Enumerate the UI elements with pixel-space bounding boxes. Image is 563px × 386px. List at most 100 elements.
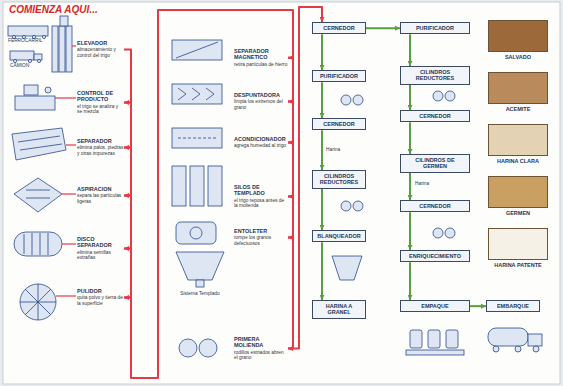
caption-label: FERROCARRIL	[8, 38, 42, 43]
process-label: DESPUNTADORAlimpia los extremos del gran…	[234, 92, 288, 111]
node-heading: PRIMERA MOLIENDA	[234, 336, 288, 349]
machine-box: BLANQUEADOR	[312, 230, 366, 242]
node-heading: CILINDROS REDUCTORES	[316, 173, 362, 186]
product-sample: ACEMITE	[488, 72, 548, 112]
flow-connector	[409, 34, 411, 66]
product-swatch	[488, 20, 548, 52]
flow-connector	[321, 189, 323, 230]
product-sample: HARINA CLARA	[488, 124, 548, 164]
caption-label: Sistema Templado	[170, 291, 230, 296]
node-text: agrega humedad al trigo	[234, 143, 288, 149]
flow-connector	[409, 122, 411, 154]
machine-box: CILINDROS DE GERMEN	[400, 154, 470, 173]
node-text: el trigo reposa antes de la molienda	[234, 198, 288, 210]
node-heading: SILOS DE TEMPLADO	[234, 184, 288, 197]
machine-box: CERNEDOR	[312, 22, 366, 34]
caption-label: Harina	[326, 147, 340, 152]
flow-connector	[124, 195, 131, 248]
node-text: elimina palos, piedras y otras impurezas	[77, 145, 124, 157]
machine-box: PURIFICADOR	[312, 70, 366, 82]
node-heading: SEPARADOR MAGNETICO	[234, 48, 288, 61]
caption-label: Harina	[415, 181, 429, 186]
flow-connector	[321, 34, 323, 70]
node-text: rodillos estriados abren el grano	[234, 350, 288, 362]
title: COMIENZA AQUI...	[9, 4, 98, 15]
flow-connector	[321, 82, 323, 118]
node-heading: SALVADO	[488, 54, 548, 60]
machine-box: EMPAQUE	[400, 300, 470, 312]
product-swatch	[488, 228, 548, 260]
node-heading: ENRIQUECIMIENTO	[404, 253, 466, 259]
node-text: almacenamiento y control del trigo	[77, 47, 124, 59]
product-swatch	[488, 176, 548, 208]
process-label: DISCO SEPARADORelimina semillas extrañas	[77, 236, 124, 261]
caption-label: CAMION	[10, 63, 29, 68]
node-heading: PURIFICADOR	[404, 25, 466, 31]
flow-connector	[470, 305, 486, 307]
product-sample: SALVADO	[488, 20, 548, 60]
node-text: separa las partículas ligeras	[77, 193, 124, 205]
node-heading: CILINDROS DE GERMEN	[404, 157, 466, 170]
node-heading: CERNEDOR	[316, 25, 362, 31]
product-sample: GERMEN	[488, 176, 548, 216]
flow-connector	[124, 49, 131, 102]
machine-box: CERNEDOR	[400, 200, 470, 212]
process-label: CONTROL DE PRODUCTOel trigo se analiza y…	[77, 90, 124, 115]
process-label: SEPARADOR MAGNETICOretira partículas de …	[234, 48, 288, 67]
flow-connector	[321, 242, 323, 300]
node-heading: DESPUNTADORA	[234, 92, 288, 98]
node-heading: PURIFICADOR	[316, 73, 362, 79]
machine-box: EMBARQUE	[486, 300, 540, 312]
product-sample: HARINA PATENTE	[488, 228, 548, 268]
machine-box: CILINDROS REDUCTORES	[312, 170, 366, 189]
node-text: el trigo se analiza y se mezcla	[77, 104, 124, 116]
flow-connector	[124, 147, 131, 195]
node-heading: ACEMITE	[488, 106, 548, 112]
node-heading: HARINA CLARA	[488, 158, 548, 164]
node-heading: EMPAQUE	[404, 303, 466, 309]
machine-box: CERNEDOR	[400, 110, 470, 122]
process-label: SILOS DE TEMPLADOel trigo reposa antes d…	[234, 184, 288, 209]
node-heading: HARINA A GRANEL	[316, 303, 362, 316]
flow-connector	[409, 262, 411, 300]
machine-box: CERNEDOR	[312, 118, 366, 130]
node-heading: CILINDROS REDUCTORES	[404, 69, 466, 82]
flow-connector	[124, 249, 131, 298]
node-heading: CERNEDOR	[404, 203, 466, 209]
process-label: PRIMERA MOLIENDArodillos estriados abren…	[234, 336, 288, 361]
machine-box: ENRIQUECIMIENTO	[400, 250, 470, 262]
node-text: rompe los granos defectuosos	[234, 235, 288, 247]
node-heading: BLANQUEADOR	[316, 233, 362, 239]
node-text: retira partículas de hierro	[234, 62, 288, 68]
node-heading: CERNEDOR	[404, 113, 466, 119]
node-heading: ELEVADOR	[77, 40, 124, 46]
flow-connector	[124, 103, 131, 148]
node-heading: GERMEN	[488, 210, 548, 216]
node-text: quita polvo y tierra de la superficie	[77, 295, 124, 307]
flow-connector	[321, 130, 323, 170]
process-label: SEPARADORelimina palos, piedras y otras …	[77, 138, 124, 157]
process-label: ELEVADORalmacenamiento y control del tri…	[77, 40, 124, 59]
machine-box: PURIFICADOR	[400, 22, 470, 34]
flow-connector	[409, 85, 411, 110]
process-label: ENTOLETERrompe los granos defectuosos	[234, 228, 288, 247]
product-swatch	[488, 72, 548, 104]
process-label: ASPIRACIONsepara las partículas ligeras	[77, 186, 124, 205]
node-heading: SEPARADOR	[77, 138, 124, 144]
node-heading: ASPIRACION	[77, 186, 124, 192]
machine-box: HARINA A GRANEL	[312, 300, 366, 319]
node-heading: EMBARQUE	[490, 303, 536, 309]
flow-connector	[409, 173, 411, 200]
flow-connector	[288, 101, 293, 142]
node-heading: ACONDICIONADOR	[234, 136, 288, 142]
flow-connector	[288, 237, 293, 348]
node-heading: HARINA PATENTE	[488, 262, 548, 268]
flow-connector	[288, 143, 293, 197]
node-heading: ENTOLETER	[234, 228, 288, 234]
flow-connector	[366, 27, 400, 29]
node-heading: CONTROL DE PRODUCTO	[77, 90, 124, 103]
node-heading: PULIDOR	[77, 288, 124, 294]
node-heading: DISCO SEPARADOR	[77, 236, 124, 249]
node-text: limpia los extremos del grano	[234, 99, 288, 111]
product-swatch	[488, 124, 548, 156]
